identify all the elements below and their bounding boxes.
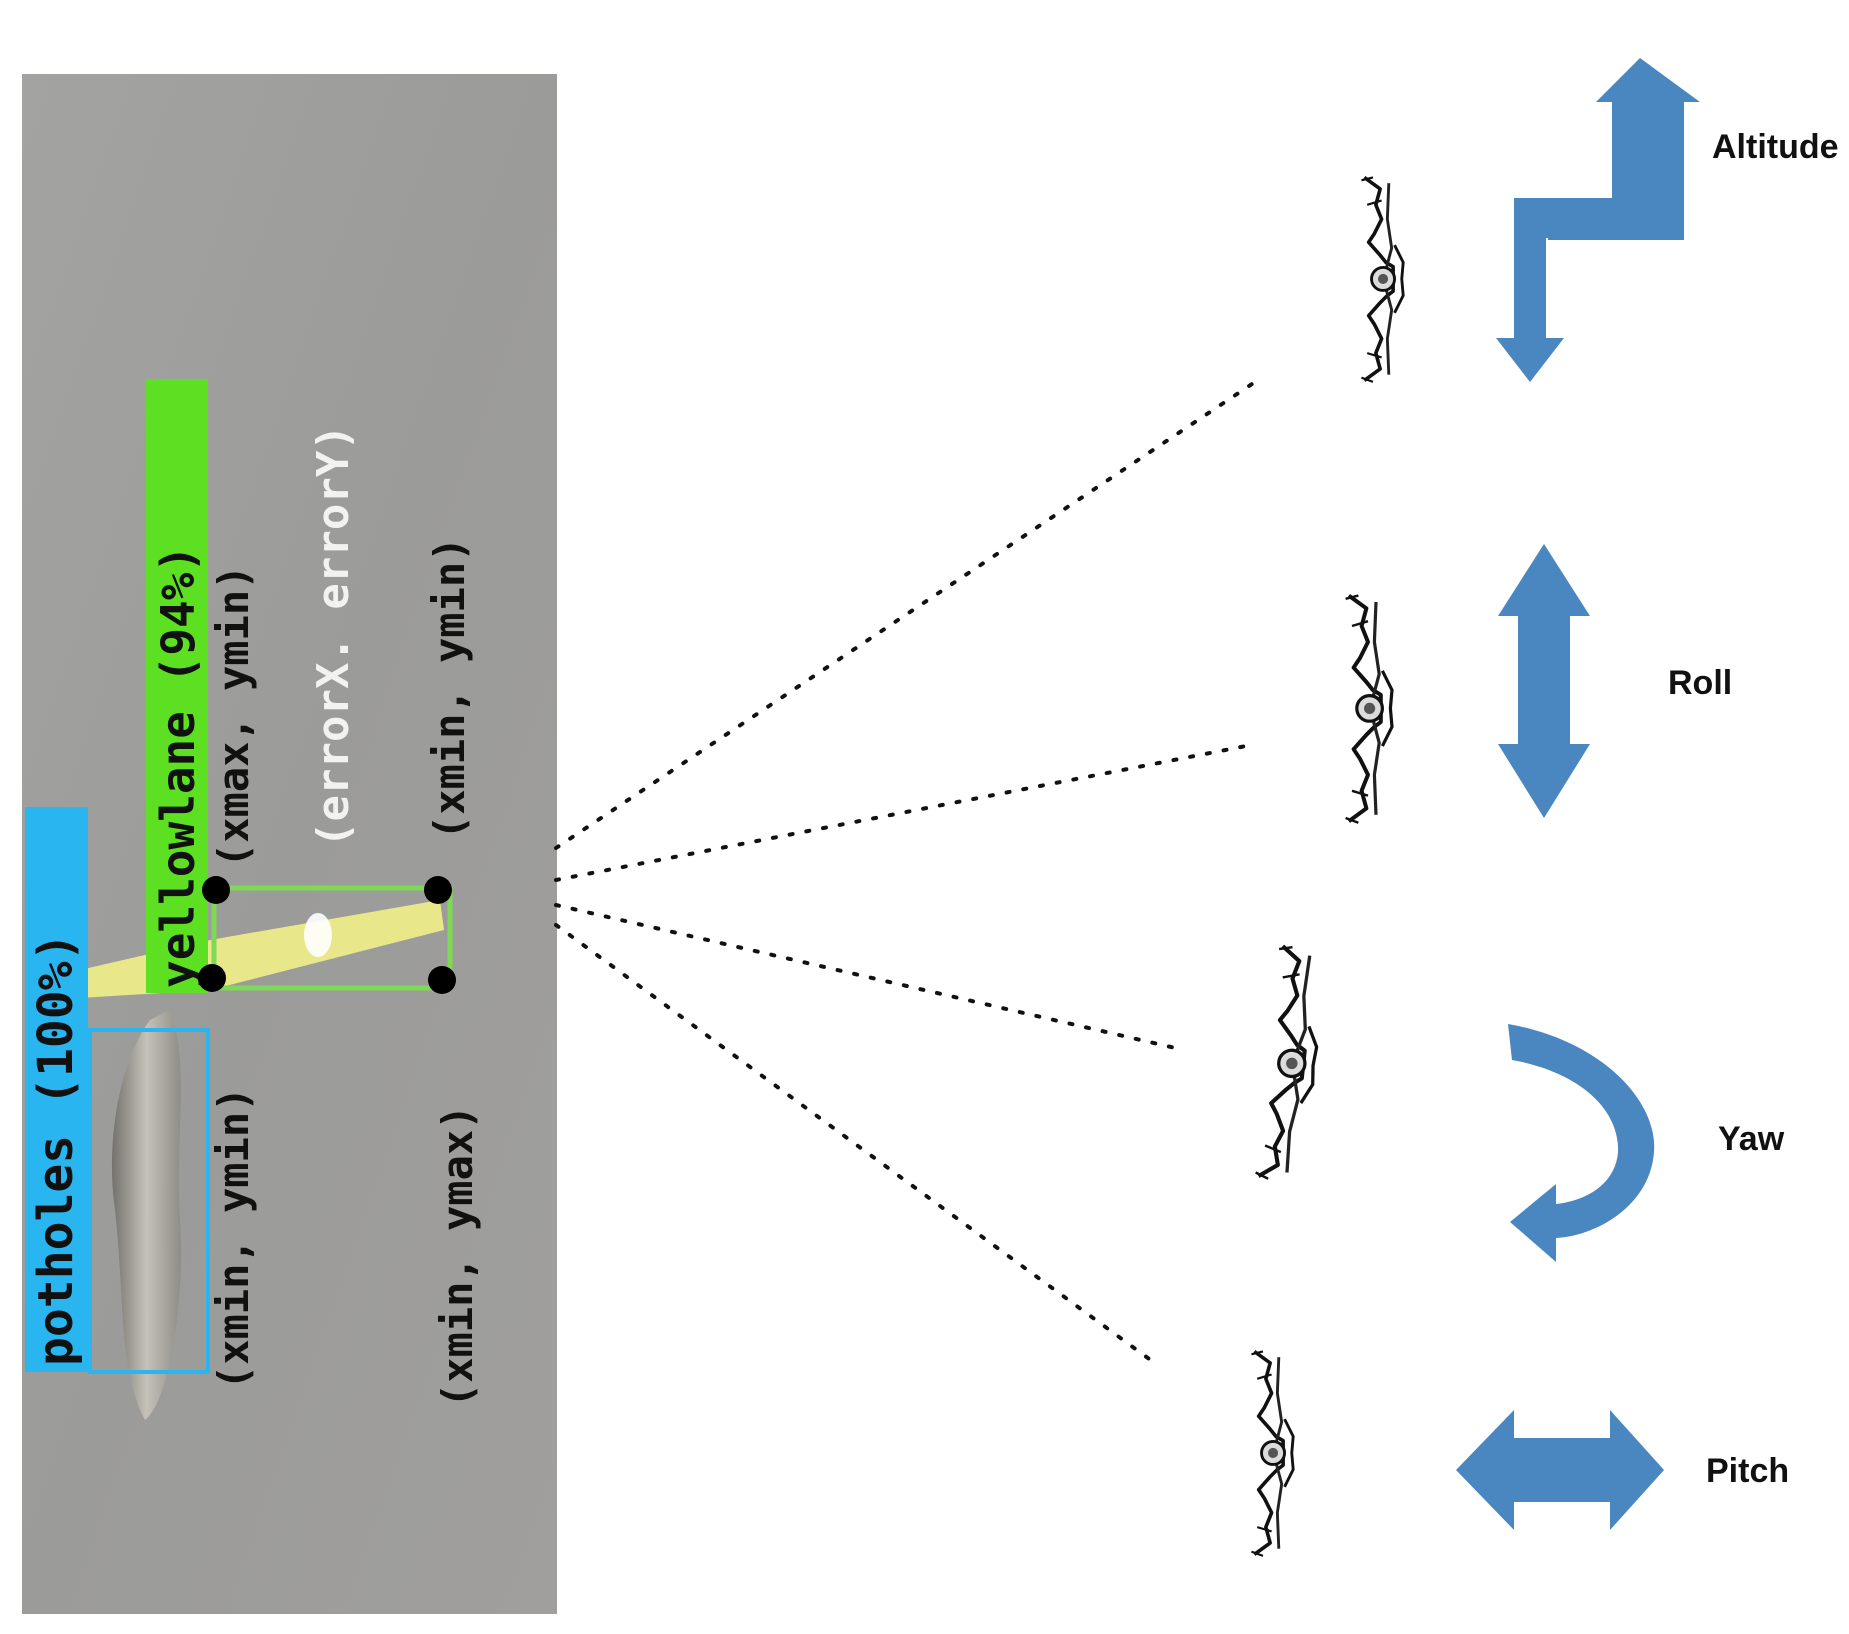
curved-u-turn-arrow-icon xyxy=(1508,1024,1655,1262)
detection-panel: potholes (100%) yellowlane (94%) (xmax, … xyxy=(22,74,557,1614)
drone-icon-altitude xyxy=(1359,175,1405,384)
road-image xyxy=(22,74,557,1614)
pothole-bounding-box xyxy=(88,1028,210,1374)
pitch-control: Pitch xyxy=(1456,1410,1789,1530)
error-center-point xyxy=(304,913,332,957)
connector-altitude xyxy=(554,378,1260,850)
yaw-control: Yaw xyxy=(1508,1024,1785,1262)
yellowlane-label: yellowlane (94%) xyxy=(151,545,205,988)
corner-label-xmin-ymin-right: (xmin, ymin) xyxy=(425,537,474,840)
drone-icon-yaw xyxy=(1255,946,1327,1183)
altitude-control: Altitude xyxy=(1496,58,1839,382)
pothole-label-bg xyxy=(25,807,88,1372)
drone-icon-roll xyxy=(1346,596,1392,823)
pothole-patch xyxy=(111,1010,181,1420)
corner-dot-top-right xyxy=(424,876,452,904)
corner-dot-xmax-ymin xyxy=(202,876,230,904)
corner-label-xmin-ymax: (xmin, ymax) xyxy=(433,1105,482,1408)
yellowlane-bounding-box xyxy=(211,885,453,991)
pitch-label: Pitch xyxy=(1706,1452,1789,1490)
connector-yaw xyxy=(554,903,1186,1052)
roll-label: Roll xyxy=(1668,664,1732,702)
pothole-label: potholes (100%) xyxy=(28,933,84,1366)
corner-dot-xmin-ymin xyxy=(198,964,226,992)
roll-control: Roll xyxy=(1498,544,1732,818)
corner-dot-bottom-right xyxy=(428,966,456,994)
double-vertical-arrow-icon xyxy=(1498,544,1590,818)
corner-label-xmin-ymin: (xmin, ymin) xyxy=(209,1087,258,1390)
corner-label-xmax-ymin: (xmax, ymin) xyxy=(209,565,258,868)
connector-pitch xyxy=(554,923,1158,1366)
connector-lines xyxy=(554,378,1260,1366)
drone-icon-pitch xyxy=(1249,1349,1295,1558)
altitude-label: Altitude xyxy=(1712,128,1839,166)
yaw-label: Yaw xyxy=(1718,1120,1785,1158)
error-label: (errorX. errorY) xyxy=(308,424,359,848)
l-shaped-vertical-arrow-icon xyxy=(1496,58,1700,382)
connector-roll xyxy=(554,744,1248,882)
yellowlane-label-bg xyxy=(146,379,208,993)
double-horizontal-arrow-icon xyxy=(1456,1410,1664,1530)
